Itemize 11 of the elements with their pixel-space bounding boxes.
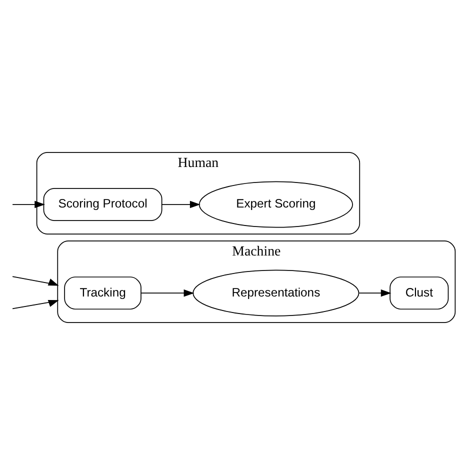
arrow: [358, 288, 392, 296]
arrow: [12, 276, 59, 286]
node-box: Clust: [390, 276, 449, 310]
node-box: Tracking: [64, 276, 142, 310]
node-box: Scoring Protocol: [43, 188, 162, 220]
node-ellipse: Expert Scoring: [198, 180, 354, 228]
arrow: [140, 288, 194, 296]
node-ellipse: Representations: [192, 269, 360, 316]
arrow: [162, 200, 200, 208]
arrow: [12, 299, 59, 309]
arrow: [12, 200, 46, 208]
